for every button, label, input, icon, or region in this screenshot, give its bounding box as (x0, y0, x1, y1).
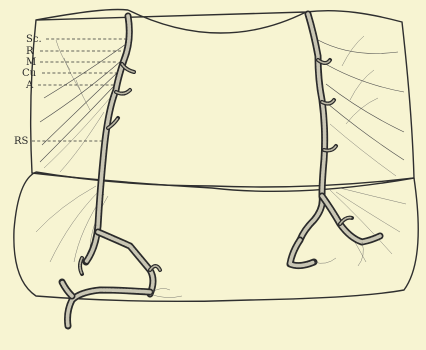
label-sc: Sc. (26, 34, 42, 45)
left-main-trachea (62, 16, 153, 326)
right-main-trachea (290, 14, 380, 266)
label-rs: RS (14, 136, 29, 147)
left-trachea-branches (80, 64, 182, 298)
label-cu: Cu (22, 68, 37, 79)
label-a: A (25, 80, 34, 91)
label-m: M (26, 57, 36, 68)
right-forewing-veins (318, 36, 404, 176)
label-r: R (26, 46, 34, 57)
